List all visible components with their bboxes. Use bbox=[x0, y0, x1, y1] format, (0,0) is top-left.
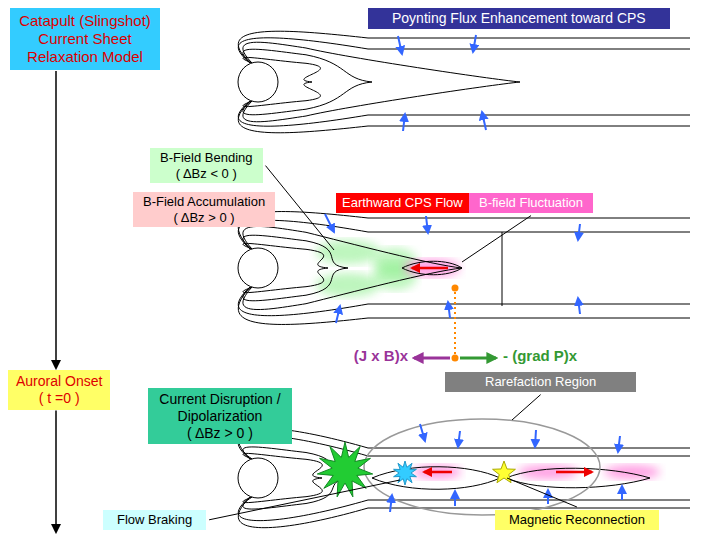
earth bbox=[238, 458, 278, 498]
field-line bbox=[238, 287, 690, 316]
field-line bbox=[372, 467, 500, 490]
compression-arrow bbox=[618, 436, 620, 452]
compression-arrow bbox=[454, 491, 456, 506]
force-point bbox=[452, 285, 459, 292]
compression-arrow bbox=[420, 424, 425, 441]
node-text: B-Field Accumulation bbox=[143, 194, 265, 210]
field-line bbox=[238, 435, 690, 459]
dotted-leader bbox=[454, 292, 456, 354]
leader-line bbox=[512, 395, 541, 420]
node-text: Rarefaction Region bbox=[485, 374, 596, 390]
field-line bbox=[238, 38, 690, 63]
callout-box: B-Field Bending( ΔBz < 0 ) bbox=[150, 148, 263, 183]
timeline-box: Auroral Onset( t =0 ) bbox=[8, 370, 110, 410]
node-text: B-Field Bending bbox=[160, 150, 253, 166]
fluctuation-region bbox=[604, 465, 660, 479]
callout-box: Flow Braking bbox=[103, 510, 206, 530]
earth bbox=[238, 62, 278, 102]
compression-arrow bbox=[621, 486, 623, 500]
compression-arrow bbox=[398, 36, 402, 54]
node-text: Catapult (Slingshot) Current Sheet Relax… bbox=[16, 12, 154, 66]
field-line bbox=[238, 428, 690, 459]
leader-line bbox=[209, 480, 400, 520]
bending-region bbox=[316, 240, 380, 264]
force-label: (J x B)x bbox=[354, 347, 408, 364]
field-line bbox=[402, 261, 462, 275]
node-text: ( ΔBz < 0 ) bbox=[160, 166, 253, 182]
node-text: ( ΔBz > 0 ) bbox=[152, 425, 288, 442]
compression-arrow bbox=[578, 224, 580, 240]
node-text: ( ΔBz > 0 ) bbox=[143, 210, 265, 226]
earth bbox=[238, 248, 278, 288]
force-point bbox=[452, 355, 459, 362]
node-text: Auroral Onset bbox=[16, 373, 102, 390]
flow-arrow bbox=[412, 267, 448, 270]
compression-arrow bbox=[482, 112, 486, 130]
callout-box: Magnetic Reconnection bbox=[495, 510, 659, 530]
shading bbox=[316, 240, 660, 479]
callout-box: Current Disruption / Dipolarization( ΔBz… bbox=[148, 388, 292, 444]
flow-arrow bbox=[424, 471, 452, 474]
callout-box: B-Field Accumulation( ΔBz > 0 ) bbox=[133, 192, 275, 227]
field-line bbox=[238, 101, 690, 126]
compression-arrow bbox=[547, 490, 549, 504]
field-line bbox=[243, 42, 520, 122]
field-line bbox=[238, 497, 690, 528]
callout-box: B-field Fluctuation bbox=[469, 193, 593, 213]
node-text: ( t =0 ) bbox=[16, 390, 102, 407]
timeline-arrow bbox=[55, 411, 57, 532]
field-line bbox=[238, 212, 690, 249]
compression-arrow bbox=[473, 35, 476, 52]
leader-line bbox=[266, 166, 335, 250]
dipolarization-burst bbox=[317, 442, 372, 497]
node-text: Earthward CPS Flow bbox=[342, 195, 463, 211]
compression-arrow bbox=[448, 302, 450, 318]
compression-arrow bbox=[578, 298, 580, 314]
boundary-line bbox=[502, 232, 503, 306]
field-line bbox=[238, 31, 690, 63]
rarefaction-ellipse bbox=[364, 419, 600, 515]
callout-box: Earthward CPS Flow bbox=[336, 193, 469, 213]
compression-arrow bbox=[403, 114, 405, 131]
node-text: B-field Fluctuation bbox=[479, 195, 583, 211]
node-text: Poynting Flux Enhancement toward CPS bbox=[392, 10, 646, 27]
field-line bbox=[238, 287, 690, 324]
force-arrow bbox=[414, 357, 450, 360]
node-text: Flow Braking bbox=[117, 512, 192, 528]
force-label: - (grad P)x bbox=[503, 347, 577, 364]
leader-line bbox=[507, 478, 577, 507]
node-text: Current Disruption / Dipolarization bbox=[152, 391, 288, 425]
leader-line bbox=[462, 216, 531, 262]
braking-burst bbox=[394, 461, 417, 485]
flow-arrow bbox=[556, 471, 592, 474]
compression-arrow bbox=[426, 216, 428, 233]
field-line bbox=[238, 101, 690, 133]
compression-arrow bbox=[390, 495, 392, 512]
compression-arrow bbox=[325, 214, 334, 232]
compression-arrow bbox=[336, 306, 340, 323]
process-box: Poynting Flux Enhancement toward CPS bbox=[368, 8, 670, 29]
compression-arrow bbox=[535, 430, 536, 447]
force-arrow bbox=[460, 357, 496, 360]
field-lines bbox=[238, 31, 690, 527]
reconnection-star bbox=[493, 461, 516, 483]
node-text: Magnetic Reconnection bbox=[509, 512, 645, 528]
timeline-arrow bbox=[55, 71, 57, 368]
title-box: Catapult (Slingshot) Current Sheet Relax… bbox=[10, 8, 160, 70]
field-line bbox=[506, 468, 650, 488]
compression-arrow bbox=[458, 431, 460, 447]
callout-box: Rarefaction Region bbox=[445, 372, 636, 392]
field-line bbox=[238, 220, 690, 249]
